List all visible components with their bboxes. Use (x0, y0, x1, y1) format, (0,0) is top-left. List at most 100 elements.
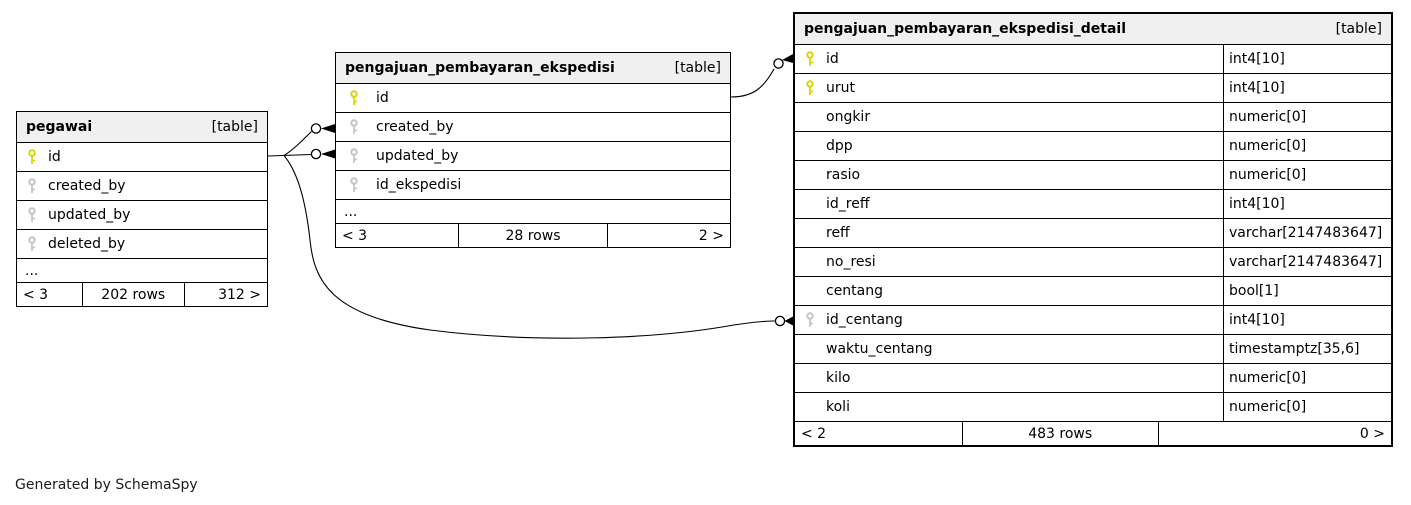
table-pegawai-header[interactable]: pegawai [table] (17, 112, 267, 142)
relationship-line (283, 131, 312, 156)
relationship-line (267, 153, 312, 157)
column-type: numeric[0] (1229, 370, 1307, 386)
zero-cardinality-circle (310, 148, 322, 160)
column-row-updated-by: updated_by (336, 141, 730, 170)
column-name: waktu_centang (826, 341, 933, 357)
table-pengajuan-pembayaran-ekspedisi-detail: pengajuan_pembayaran_ekspedisi_detail [t… (793, 12, 1393, 447)
column-name: koli (826, 399, 850, 415)
column-row-koli: koli numeric[0] (795, 392, 1391, 421)
column-name: created_by (376, 119, 454, 135)
foreign-key-icon (349, 148, 363, 164)
primary-key-icon (349, 90, 363, 106)
footer-row-count: 483 rows (961, 422, 1159, 445)
column-row-id-reff: id_reff int4[10] (795, 189, 1391, 218)
column-name: dpp (826, 138, 853, 154)
table-type-badge: [table] (211, 119, 258, 135)
column-name: id_ekspedisi (376, 177, 462, 193)
column-name: no_resi (826, 254, 876, 270)
table-name: pegawai (26, 119, 93, 135)
relationship-line (730, 68, 775, 98)
foreign-key-icon (805, 312, 819, 328)
zero-cardinality-circle (773, 58, 784, 69)
column-name: reff (826, 225, 850, 241)
column-type: numeric[0] (1229, 167, 1307, 183)
column-name-cell: koli (795, 393, 1224, 421)
column-name: id (48, 149, 61, 165)
table-name: pengajuan_pembayaran_ekspedisi_detail (804, 21, 1127, 37)
column-type: varchar[2147483647] (1229, 225, 1383, 241)
hidden-columns-ellipsis: ... (336, 199, 730, 223)
generator-caption: Generated by SchemaSpy (15, 477, 198, 493)
column-type: int4[10] (1229, 51, 1285, 67)
footer-children-count: < 2 (801, 425, 827, 442)
table-footer: < 3 28 rows 2 > (336, 223, 730, 247)
table-pengajuan-pembayaran-ekspedisi: pengajuan_pembayaran_ekspedisi [table] i… (335, 52, 731, 248)
column-name-cell: centang (795, 277, 1224, 305)
column-name: kilo (826, 370, 851, 386)
column-name-cell: ongkir (795, 103, 1224, 131)
column-name: updated_by (48, 207, 131, 223)
column-type: numeric[0] (1229, 138, 1307, 154)
footer-row-count: 28 rows (458, 224, 608, 247)
table-type-badge: [table] (1335, 21, 1382, 37)
column-row-id: id (17, 142, 267, 171)
column-name-cell: dpp (795, 132, 1224, 160)
column-name-cell: waktu_centang (795, 335, 1224, 363)
footer-parents-count: 2 > (698, 227, 724, 244)
column-type: int4[10] (1229, 80, 1285, 96)
relationship-arrowhead (782, 54, 793, 63)
primary-key-icon (805, 80, 819, 96)
zero-cardinality-circle (310, 123, 322, 134)
table-header[interactable]: pengajuan_pembayaran_ekspedisi_detail [t… (795, 14, 1391, 44)
table-footer: < 3 202 rows 312 > (17, 282, 267, 306)
column-name-cell: id_centang (795, 306, 1224, 334)
column-name: rasio (826, 167, 861, 183)
primary-key-icon (805, 51, 819, 67)
column-name-cell: urut (795, 74, 1224, 102)
column-row-deleted-by: deleted_by (17, 229, 267, 258)
primary-key-icon (27, 149, 41, 165)
column-type: varchar[2147483647] (1229, 254, 1383, 270)
column-row-waktu-centang: waktu_centang timestamptz[35,6] (795, 334, 1391, 363)
footer-parents-count: 0 > (1359, 425, 1385, 442)
table-name: pengajuan_pembayaran_ekspedisi (345, 60, 615, 76)
foreign-key-icon (27, 207, 41, 223)
column-name-cell: reff (795, 219, 1224, 247)
column-name-cell: rasio (795, 161, 1224, 189)
table-pegawai: pegawai [table] id created_by updated_by… (16, 111, 268, 307)
zero-cardinality-circle (774, 315, 786, 327)
ellipsis-text: ... (25, 262, 39, 279)
relationship-arrowhead (321, 149, 335, 159)
column-name: id_centang (826, 312, 903, 328)
footer-row-count: 202 rows (82, 283, 185, 306)
column-row-urut: urut int4[10] (795, 73, 1391, 102)
relationship-arrowhead (784, 316, 793, 326)
column-type: bool[1] (1229, 283, 1279, 299)
column-name-cell: id_reff (795, 190, 1224, 218)
column-row-id-ekspedisi: id_ekspedisi (336, 170, 730, 199)
column-row-centang: centang bool[1] (795, 276, 1391, 305)
column-row-reff: reff varchar[2147483647] (795, 218, 1391, 247)
column-name: centang (826, 283, 884, 299)
column-row-kilo: kilo numeric[0] (795, 363, 1391, 392)
column-row-id: id int4[10] (795, 44, 1391, 73)
footer-parents-count: 312 > (218, 286, 261, 303)
foreign-key-icon (27, 236, 41, 252)
column-type: int4[10] (1229, 196, 1285, 212)
foreign-key-icon (349, 177, 363, 193)
column-row-id: id (336, 83, 730, 112)
hidden-columns-ellipsis: ... (17, 258, 267, 282)
column-name-cell: id (795, 45, 1224, 73)
ellipsis-text: ... (344, 203, 358, 220)
foreign-key-icon (349, 119, 363, 135)
relationship-line (283, 155, 776, 339)
column-name: created_by (48, 178, 126, 194)
column-name: deleted_by (48, 236, 126, 252)
table-header[interactable]: pengajuan_pembayaran_ekspedisi [table] (336, 53, 730, 83)
column-row-dpp: dpp numeric[0] (795, 131, 1391, 160)
column-name: id (826, 51, 839, 67)
column-row-id-centang: id_centang int4[10] (795, 305, 1391, 334)
column-row-ongkir: ongkir numeric[0] (795, 102, 1391, 131)
